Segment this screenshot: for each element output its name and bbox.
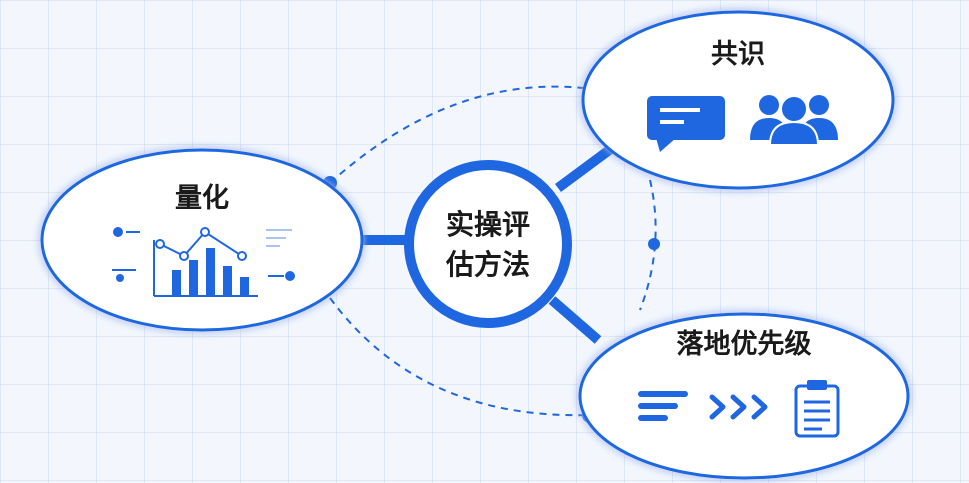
- list-icon: [638, 391, 688, 421]
- triple-chevron-icon: [709, 394, 768, 420]
- node-quantify-label: 量化: [175, 183, 229, 214]
- center-label-line2: 估方法: [445, 248, 530, 281]
- chat-bubble-icon: [647, 96, 725, 152]
- center-node[interactable]: 实操评 估方法: [404, 160, 572, 328]
- clipboard-icon: [794, 380, 840, 438]
- ring-dot-right: [648, 238, 660, 250]
- connector-priority: [548, 296, 602, 344]
- center-label-line1: 实操评: [446, 208, 530, 241]
- bar-chart-icon: [112, 227, 295, 297]
- connector-consensus: [555, 143, 615, 193]
- node-consensus[interactable]: 共识: [581, 10, 895, 190]
- node-priority-label: 落地优先级: [677, 328, 812, 360]
- node-priority[interactable]: 落地优先级: [578, 312, 910, 480]
- node-consensus-label: 共识: [711, 39, 765, 70]
- node-quantify[interactable]: 量化: [40, 148, 364, 332]
- team-icon: [750, 95, 838, 146]
